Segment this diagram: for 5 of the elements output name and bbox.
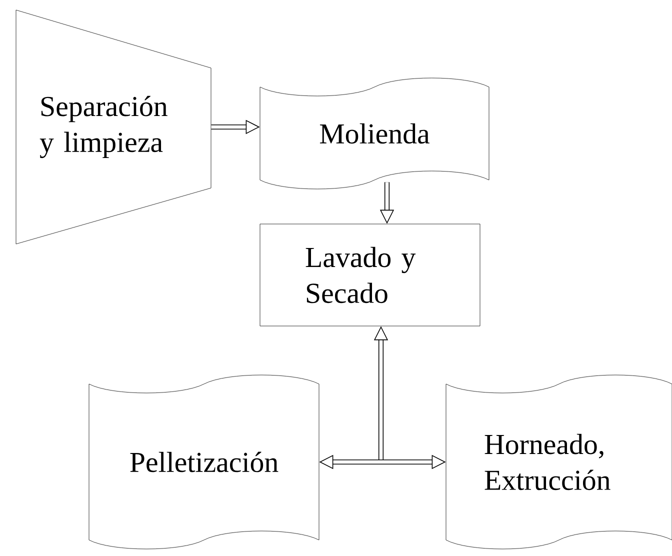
document-box: Molienda [260,78,490,190]
document-box: Horneado, Extrucción [446,374,672,550]
process-box: Lavado y Secado [260,224,480,326]
trapezoid-box: Separación y limpieza [16,10,212,244]
document-box: Pelletización [88,374,320,550]
